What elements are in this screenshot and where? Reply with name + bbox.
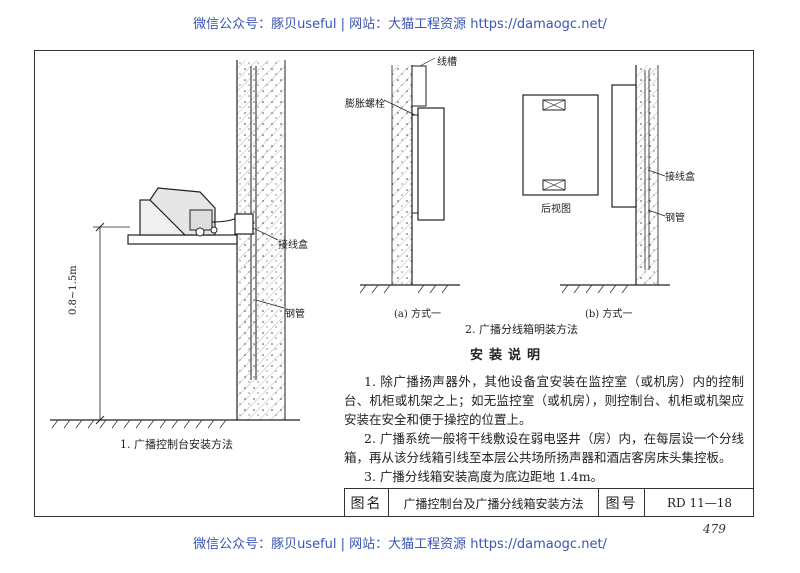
- fig1-steel-pipe-label: 钢管: [285, 309, 305, 320]
- fig1-drawing: [50, 60, 300, 429]
- fig2b-drawing: [560, 65, 670, 294]
- watermark-top: 微信公众号：豚贝useful | 网站：大猫工程资源 https://damao…: [193, 17, 607, 32]
- fig1-junction-box-label: 接线盒: [278, 240, 308, 251]
- title-block-name-key: 图名: [344, 489, 388, 517]
- title-block-name-value: 广播控制台及广播分线箱安装方法: [388, 489, 598, 517]
- notes-title: 安装说明: [470, 348, 547, 363]
- drawing-frame: [34, 50, 754, 517]
- fig2-expansion-bolt-label: 膨胀螺栓: [345, 99, 385, 110]
- fig2-steel-pipe-label: 钢管: [665, 213, 685, 224]
- note-item-2: 2. 广播系统一般将干线敷设在弱电竖井（房）内，在每层设一个分线箱，再从该分线箱…: [344, 431, 744, 465]
- fig2-caption: 2. 广播分线箱明装方法: [465, 323, 578, 336]
- fig2a-drawing: [359, 57, 460, 294]
- fig2-rear-view-label: 后视图: [541, 204, 571, 215]
- page-number: 479: [703, 522, 726, 536]
- title-block-number-key: 图号: [598, 489, 644, 517]
- note-item-1: 1. 除广播扬声器外，其他设备宜安装在监控室（或机房）内的控制台、机柜或机架之上…: [344, 374, 744, 427]
- title-block: 图名 广播控制台及广播分线箱安装方法 图号 RD 11—18: [344, 488, 754, 517]
- title-block-number-value: RD 11—18: [644, 489, 754, 517]
- fig2-method-b-label: (b) 方式一: [585, 309, 633, 320]
- fig2-junction-box-label: 接线盒: [665, 172, 695, 183]
- fig2-method-a-label: (a) 方式一: [394, 309, 441, 320]
- rear-view-drawing: [522, 94, 599, 196]
- fig1-caption: 1. 广播控制台安装方法: [120, 438, 233, 451]
- fig2-wire-trough-label: 线槽: [437, 57, 457, 68]
- notes-body: 1. 除广播扬声器外，其他设备宜安装在监控室（或机房）内的控制台、机柜或机架之上…: [344, 372, 744, 486]
- watermark-bottom: 微信公众号：豚贝useful | 网站：大猫工程资源 https://damao…: [193, 537, 607, 552]
- fig1-height-label: 0.8~1.5m: [68, 265, 79, 315]
- note-item-3: 3. 广播分线箱安装高度为底边距地 1.4m。: [364, 469, 604, 484]
